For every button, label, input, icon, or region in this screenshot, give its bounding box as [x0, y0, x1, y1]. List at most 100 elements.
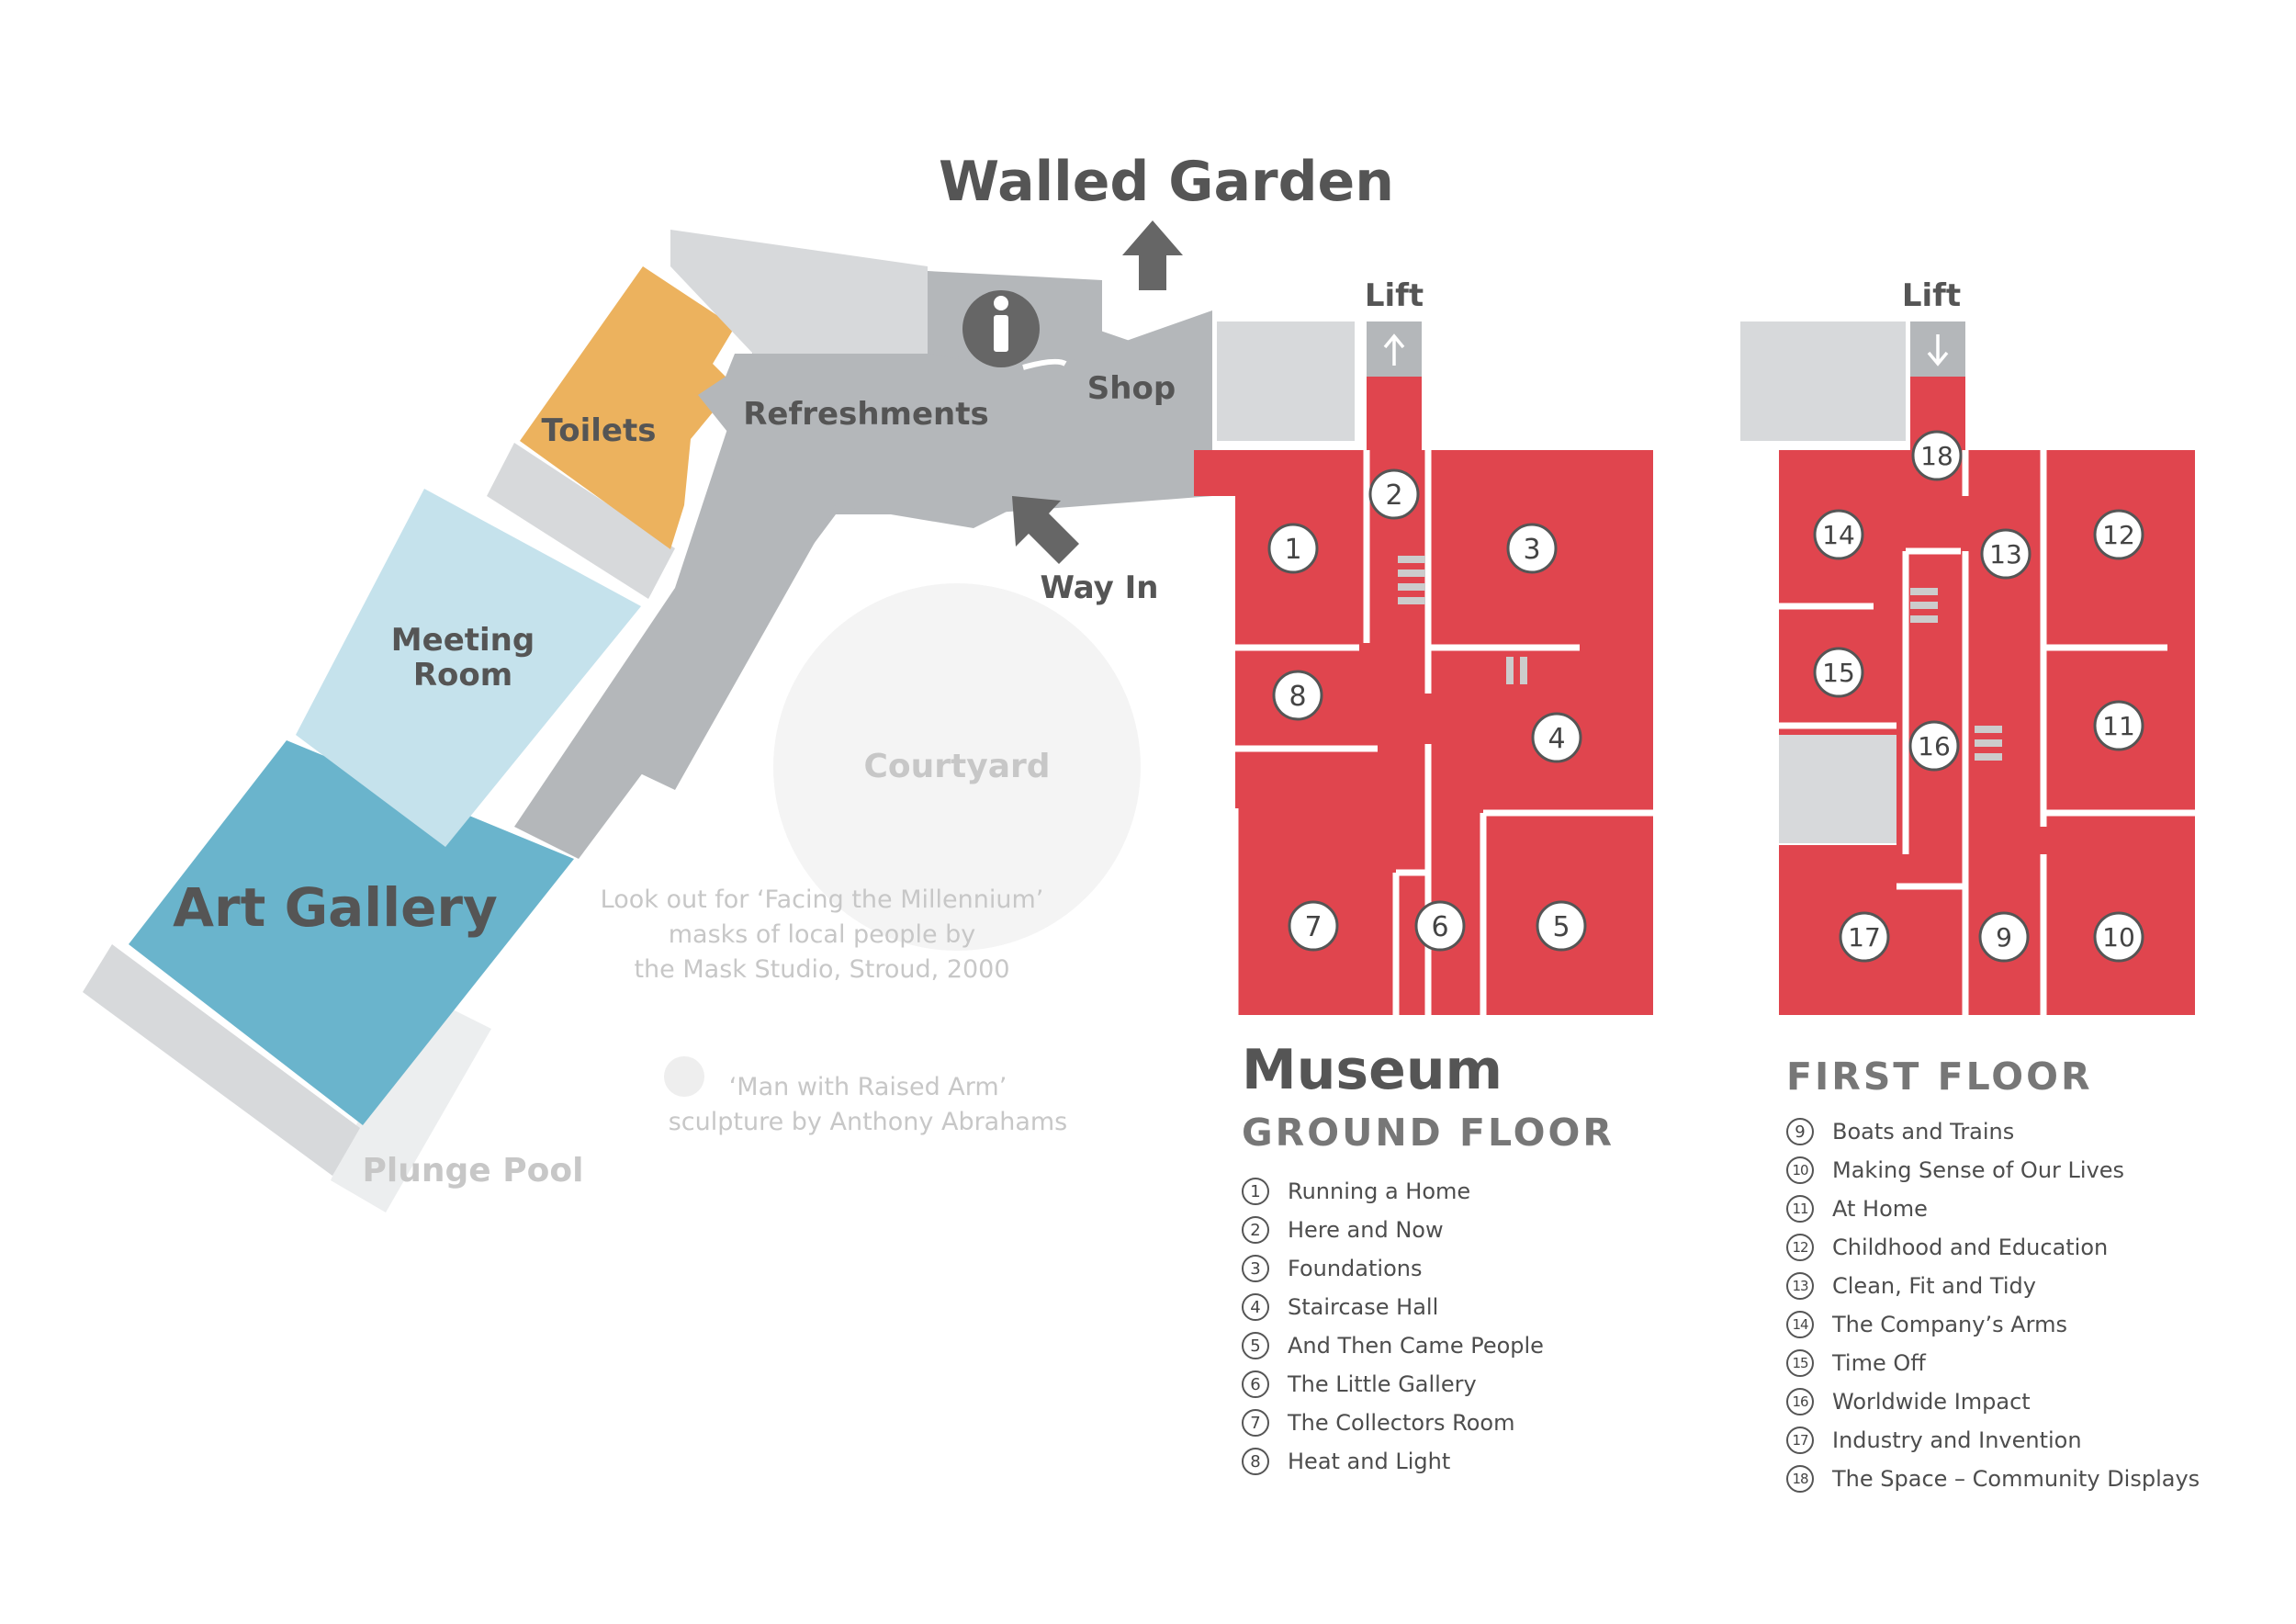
room-7-marker[interactable]: 7: [1288, 900, 1339, 952]
legend-number-badge: 2: [1242, 1216, 1269, 1244]
art-gallery-label: Art Gallery: [173, 876, 498, 939]
room-12-marker[interactable]: 12: [2093, 509, 2144, 560]
legend-item: 3 Foundations: [1242, 1249, 1615, 1288]
walled-garden-title: Walled Garden: [939, 150, 1394, 214]
svg-text:13: 13: [1989, 539, 2022, 570]
svg-text:15: 15: [1822, 658, 1855, 688]
sculpture-note-line2: sculpture by Anthony Abrahams: [669, 1108, 1068, 1136]
legend-number-badge: 15: [1786, 1349, 1814, 1377]
legend-label: Here and Now: [1288, 1217, 1444, 1243]
info-icon: [962, 290, 1067, 370]
legend-number-badge: 13: [1786, 1272, 1814, 1300]
room-5-marker[interactable]: 5: [1536, 900, 1587, 952]
ground-floor-list: 1 Running a Home 2 Here and Now 3 Foundations…: [1242, 1172, 1615, 1481]
plunge-pool-area: [331, 992, 491, 1212]
room-8-marker[interactable]: 8: [1272, 670, 1323, 721]
shop-label: Shop: [1087, 370, 1176, 407]
legend-label: The Collectors Room: [1288, 1410, 1515, 1436]
courtyard-label: Courtyard: [863, 748, 1050, 785]
ground-lift-label: Lift: [1365, 277, 1424, 314]
museum-title: Museum: [1242, 1038, 1503, 1102]
legend-item: 1 Running a Home: [1242, 1172, 1615, 1211]
legend-number-badge: 8: [1242, 1448, 1269, 1475]
art-gallery-room[interactable]: [129, 740, 574, 1125]
legend-label: Staircase Hall: [1288, 1294, 1439, 1320]
masks-note-line2: masks of local people by: [669, 920, 976, 949]
svg-text:9: 9: [1996, 922, 2012, 953]
room-13-marker[interactable]: 13: [1980, 528, 2032, 580]
way-in-label: Way In: [1040, 570, 1158, 606]
room-4-marker[interactable]: 4: [1531, 712, 1582, 763]
first-floor-title: FIRST FLOOR: [1786, 1054, 2093, 1099]
svg-text:7: 7: [1304, 911, 1322, 943]
masks-note-line1: Look out for ‘Facing the Millennium’: [601, 885, 1044, 914]
first-lift-label: Lift: [1902, 277, 1961, 314]
room-18-marker[interactable]: 18: [1911, 430, 1963, 481]
legend-number-badge: 11: [1786, 1195, 1814, 1223]
legend-number-badge: 7: [1242, 1409, 1269, 1437]
svg-text:1: 1: [1284, 534, 1301, 566]
legend-number-badge: 14: [1786, 1311, 1814, 1338]
legend-number-badge: 10: [1786, 1156, 1814, 1184]
legend-label: Heat and Light: [1288, 1449, 1451, 1474]
legend-label: Foundations: [1288, 1256, 1423, 1281]
legend-label: Making Sense of Our Lives: [1832, 1157, 2125, 1183]
plunge-pool-label: Plunge Pool: [363, 1152, 584, 1190]
legend-item: 2 Here and Now: [1242, 1211, 1615, 1249]
refreshments-label: Refreshments: [743, 396, 988, 433]
meeting-room-label-line2: Room: [413, 657, 512, 694]
room-6-marker[interactable]: 6: [1414, 900, 1466, 952]
info-icon-glyph: i: [0, 0, 1, 1]
room-16-marker[interactable]: 16: [1908, 720, 1960, 772]
legend-label: Childhood and Education: [1832, 1235, 2109, 1260]
room-15-marker[interactable]: 15: [1813, 647, 1864, 698]
svg-text:16: 16: [1918, 731, 1951, 761]
svg-text:18: 18: [1920, 441, 1953, 471]
room-1-marker[interactable]: 1: [1267, 523, 1319, 574]
legend-number-badge: 1: [1242, 1178, 1269, 1205]
first-room-markers: 9 10 11 12 13 14 15 16 17 18: [1813, 430, 2144, 963]
room-11-marker[interactable]: 11: [2093, 700, 2144, 751]
meeting-room-label-line1: Meeting: [391, 622, 535, 659]
legend-number-badge: 9: [1786, 1118, 1814, 1145]
legend-label: The Space – Community Displays: [1832, 1466, 2200, 1492]
legend-label: Boats and Trains: [1832, 1119, 2015, 1145]
legend-number-badge: 5: [1242, 1332, 1269, 1359]
room-14-marker[interactable]: 14: [1813, 509, 1864, 560]
legend-number-badge: 18: [1786, 1465, 1814, 1493]
legend-number-badge: 16: [1786, 1388, 1814, 1415]
legend-item: 9 Boats and Trains: [1786, 1112, 2200, 1151]
legend-item: 10 Making Sense of Our Lives: [1786, 1151, 2200, 1190]
svg-text:5: 5: [1552, 911, 1570, 943]
legend-number-badge: 3: [1242, 1255, 1269, 1282]
toilets-room[interactable]: [520, 266, 735, 549]
first-floor-grey-room: [1779, 735, 1896, 843]
legend-item: 18 The Space – Community Displays: [1786, 1460, 2200, 1498]
small-grey-block: [487, 443, 675, 599]
sculpture-marker: [664, 1056, 704, 1097]
meeting-room[interactable]: [296, 489, 641, 847]
legend-number-badge: 17: [1786, 1427, 1814, 1454]
legend-label: Running a Home: [1288, 1179, 1471, 1204]
room-9-marker[interactable]: 9: [1978, 911, 2030, 963]
svg-text:2: 2: [1385, 479, 1402, 512]
top-corridor: [670, 230, 928, 354]
legend-label: The Little Gallery: [1288, 1371, 1477, 1397]
svg-text:10: 10: [2102, 922, 2135, 953]
toilets-label: Toilets: [542, 412, 657, 449]
room-3-marker[interactable]: 3: [1506, 523, 1558, 574]
ground-floor-block: [1194, 450, 1653, 1015]
ground-room-markers: 1 2 3 4 5 6 7 8: [1267, 468, 1587, 952]
room-2-marker[interactable]: 2: [1368, 468, 1420, 520]
room-10-marker[interactable]: 10: [2093, 911, 2144, 963]
room-17-marker[interactable]: 17: [1839, 911, 1890, 963]
ground-floor-plan: 1 2 3 4 5 6 7 8: [1194, 321, 1653, 1015]
